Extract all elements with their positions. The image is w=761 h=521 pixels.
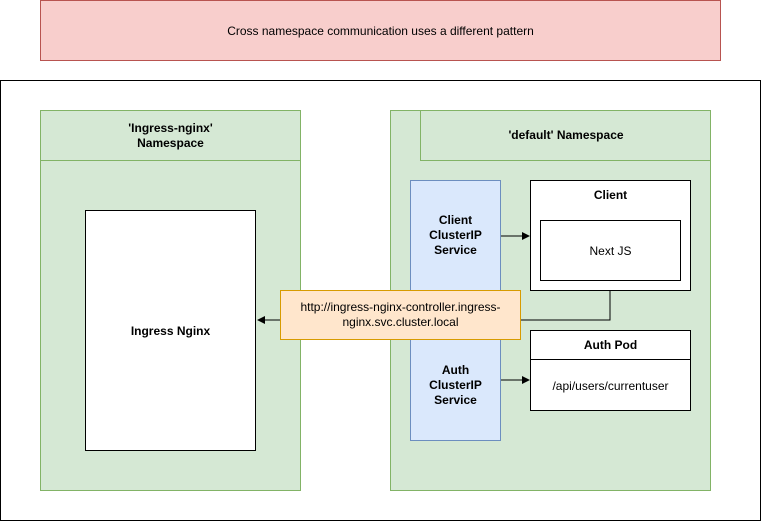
auth-route-text: /api/users/currentuser [552,378,669,393]
banner-text: Cross namespace communication uses a dif… [227,23,534,38]
auth-service-line3: Service [434,392,477,407]
cross-namespace-banner: Cross namespace communication uses a dif… [40,0,721,61]
auth-service-line1: Auth [441,362,470,377]
default-namespace-title-text: 'default' Namespace [508,128,624,142]
client-service-line3: Service [434,242,477,257]
client-pod-title: Client [530,180,691,210]
ingress-controller-url-label: http://ingress-nginx-controller.ingress-… [280,290,521,340]
ingress-namespace-title-line2: Namespace [137,135,204,150]
ingress-nginx-controller: Ingress Nginx [85,210,256,451]
auth-pod-title-text: Auth Pod [583,337,638,352]
auth-service-line2: ClusterIP [429,377,482,392]
auth-pod-title: Auth Pod [530,330,691,360]
client-service-line2: ClusterIP [429,227,482,242]
client-service-line1: Client [438,212,473,227]
auth-clusterip-service: Auth ClusterIP Service [410,355,501,415]
ingress-nginx-namespace-title: 'Ingress-nginx' Namespace [40,110,301,161]
client-clusterip-service: Client ClusterIP Service [410,205,501,265]
auth-route: /api/users/currentuser [530,360,691,411]
ingress-namespace-title-line1: 'Ingress-nginx' [128,120,213,135]
nextjs-label: Next JS [589,243,632,258]
ingress-controller-url-text: http://ingress-nginx-controller.ingress-… [300,300,501,329]
ingress-nginx-label: Ingress Nginx [130,323,211,338]
default-namespace-title: 'default' Namespace [420,110,711,161]
client-pod-title-text: Client [593,188,628,202]
auth-pod [530,330,691,411]
nextjs-app: Next JS [540,220,681,281]
